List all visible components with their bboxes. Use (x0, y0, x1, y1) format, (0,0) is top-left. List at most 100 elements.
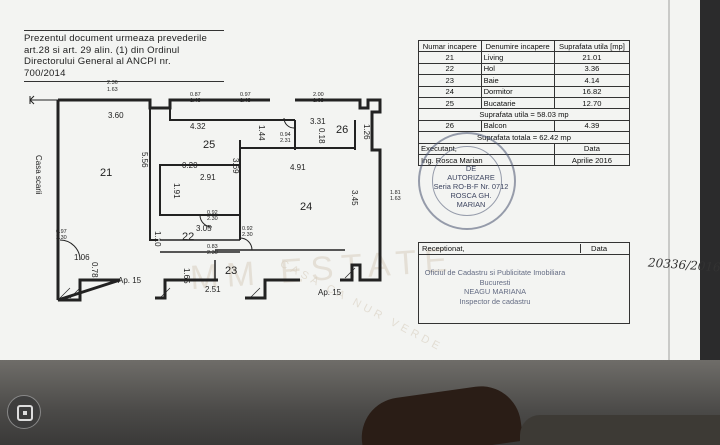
stair-label: Casa scarii (34, 155, 43, 195)
room-name-cell: Hol (480, 62, 555, 76)
table-row: 26 Balcon 4.39 (418, 119, 631, 133)
dimension: 1.44 (257, 125, 266, 141)
scan-icon[interactable] (7, 395, 41, 429)
reception-box: Receptionat, Data (418, 242, 630, 324)
authorization-stamp (418, 132, 516, 230)
opening-size: 0.97 (56, 229, 67, 235)
room-number: 24 (300, 201, 312, 213)
room-area-cell: 21.01 (553, 51, 631, 64)
table-row: 21 Living 21.01 (418, 51, 631, 64)
opening-size: 1.43 (190, 98, 201, 104)
opening-size: 0.94 (280, 132, 291, 138)
dimension: 2.91 (200, 173, 216, 182)
apartment-right-label: Ap. 15 (318, 288, 342, 297)
opening-size: 0.92 (242, 226, 253, 232)
legal-note-line: Directorului General al ANCPI nr. (24, 56, 171, 68)
stamp-inner-ring (432, 146, 502, 216)
dimension: 5.56 (140, 152, 149, 168)
room-number-cell: 23 (418, 74, 482, 87)
opening-size: 2.30 (207, 216, 218, 222)
table-row: 25 Bucatarie 12.70 (418, 96, 631, 110)
opening-size: 0.92 (207, 210, 218, 216)
useful-area-total: Suprafata utila = 58.03 mp (418, 108, 630, 121)
dimension: 3.31 (310, 117, 326, 126)
column-header: Numar incapere (418, 39, 482, 53)
stamp-line: MARIAN (456, 200, 486, 209)
room-area-cell: 12.70 (553, 96, 631, 110)
room-name-cell: Balcon (480, 119, 555, 133)
legal-note-line: art.28 si art. 29 alin. (1) din Ordinul (24, 44, 180, 56)
room-area-cell: 4.39 (553, 119, 631, 133)
opening-size: 0.87 (190, 92, 201, 98)
room-name-cell: Dormitor (480, 85, 555, 98)
opening-size: 2.00 (313, 92, 324, 98)
column-header: Suprafata utila [mp] (553, 39, 631, 53)
room-number: 26 (336, 124, 348, 136)
floor-plan: Casa scarii Ap. 15 Ap. 15 21 22 23 24 25… (29, 80, 401, 302)
room-name-cell: Baie (480, 74, 555, 87)
opening-size: 1.43 (240, 98, 251, 104)
table-row: 23 Baie 4.14 (418, 74, 631, 87)
legal-note-line: 700/2014 (24, 67, 66, 79)
executant-date-label: Data (553, 142, 631, 155)
dimension: 4.32 (190, 122, 206, 131)
dimension: 1.10 (153, 231, 162, 247)
dimension: 3.60 (108, 111, 124, 120)
opening-size: 2.30 (242, 232, 253, 238)
room-name-cell: Bucatarie (480, 96, 555, 110)
scan-icon-glyph (17, 405, 33, 421)
room-area-cell: 3.36 (553, 62, 631, 76)
dimension: 1.26 (362, 124, 371, 140)
stamp-line: NEAGU MARIANA (463, 287, 526, 297)
stamp-line: Bucuresti (479, 277, 511, 287)
room-number-cell: 24 (418, 85, 482, 98)
room-number: 23 (225, 265, 237, 277)
dimension: 0.20 (182, 161, 198, 170)
opening-size: 0.97 (240, 92, 251, 98)
room-area-cell: 16.82 (553, 85, 631, 98)
dimension: 0.18 (317, 128, 326, 144)
room-number-cell: 22 (418, 62, 482, 76)
dimension: 2.51 (205, 285, 221, 294)
dimension: 1.65 (182, 268, 191, 284)
table-row: Suprafata utila = 58.03 mp (418, 108, 630, 121)
opening-size: 1.63 (313, 98, 324, 104)
opening-size: 2.36 (107, 80, 118, 86)
floor-object (520, 415, 720, 445)
table-row: 24 Dormitor 16.82 (418, 85, 631, 98)
executant-date: Aprilie 2016 (553, 153, 631, 167)
stamp-line: AUTORIZARE (447, 173, 495, 182)
room-area-cell: 4.14 (553, 74, 631, 87)
reception-header: Receptionat, Data (419, 243, 629, 255)
column-header: Denumire incapere (480, 39, 555, 53)
cadastre-stamp: Oficiul de Cadastru si Publicitate Imobi… (420, 268, 570, 306)
opening-size: 2.31 (280, 138, 291, 144)
opening-size: 1.63 (107, 87, 118, 93)
opening-size: 2.30 (56, 235, 67, 241)
reception-label: Receptionat, (422, 244, 465, 253)
dimension: 1.06 (74, 253, 90, 262)
dimension: 0.78 (90, 262, 99, 278)
table-header-row: Numar incapere Denumire incapere Suprafa… (418, 39, 631, 53)
opening-size: 1.81 (390, 190, 401, 196)
reception-date-label: Data (580, 244, 626, 253)
room-number: 22 (182, 231, 194, 243)
room-number: 21 (100, 167, 112, 179)
dimension: 1.91 (172, 183, 181, 199)
room-number-cell: 25 (418, 96, 482, 110)
stamp-line: Inspector de cadastru (459, 296, 531, 306)
room-name-cell: Living (480, 51, 555, 64)
opening-size: 2.30 (207, 250, 218, 256)
legal-note: Prezentul document urmeaza prevederile a… (24, 30, 224, 83)
dimension: 3.05 (196, 224, 212, 233)
room-number-cell: 21 (418, 51, 482, 64)
opening-size: 1.63 (390, 196, 401, 202)
stamp-text: DE AUTORIZARE Seria RO-B-F Nr. 0712 ROSC… (426, 164, 516, 209)
legal-note-line: Prezentul document urmeaza prevederile (24, 33, 208, 44)
table-row: 22 Hol 3.36 (418, 62, 631, 76)
apartment-left-label: Ap. 15 (118, 276, 142, 285)
stamp-line: ROSCA GH. (450, 191, 492, 200)
paper-edge (668, 0, 670, 380)
stamp-line: Oficiul de Cadastru si Publicitate Imobi… (424, 268, 566, 277)
stamp-line: Seria RO-B-F Nr. 0712 (433, 182, 509, 191)
